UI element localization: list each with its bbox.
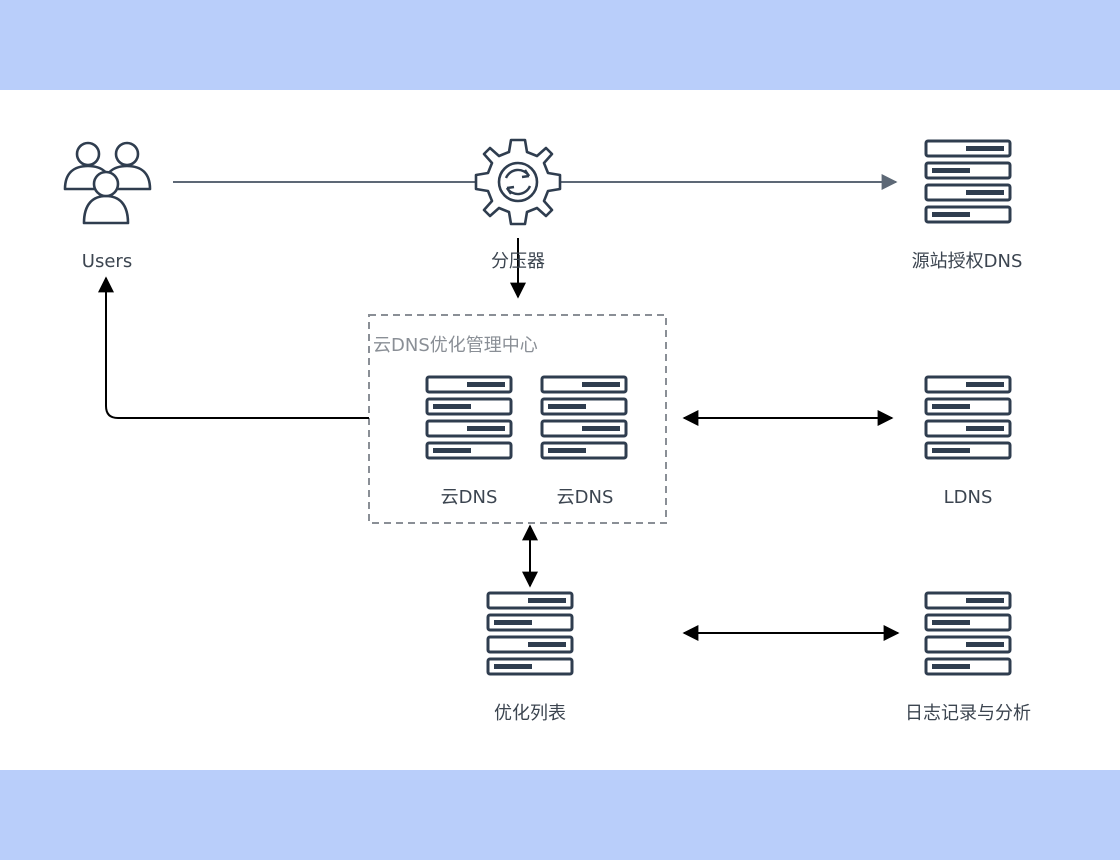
ldns-label: LDNS	[943, 487, 993, 508]
server-indicator	[966, 190, 1004, 195]
server-icon	[425, 375, 513, 460]
cloud-dns-1-label: 云DNS	[440, 487, 498, 508]
server-indicator	[548, 448, 586, 453]
server-indicator	[467, 382, 505, 387]
server-icon	[924, 375, 1012, 460]
server-indicator	[467, 426, 505, 431]
edge-center-to-users	[98, 276, 369, 419]
server-indicator	[433, 448, 471, 453]
server-indicator	[433, 404, 471, 409]
server-indicator	[528, 598, 566, 603]
server-icon	[924, 591, 1012, 676]
server-indicator	[966, 426, 1004, 431]
cloud-dns-2-label: 云DNS	[556, 487, 614, 508]
server-icon	[540, 375, 628, 460]
dispatcher-label: 分压器	[491, 251, 545, 272]
server-indicator	[966, 598, 1004, 603]
server-indicator	[528, 642, 566, 647]
server-indicator	[582, 426, 620, 431]
server-indicator	[966, 146, 1004, 151]
server-indicator	[494, 664, 532, 669]
group-title: 云DNS优化管理中心	[373, 335, 538, 356]
server-indicator	[932, 404, 970, 409]
server-indicator	[494, 620, 532, 625]
server-indicator	[966, 642, 1004, 647]
users-label: Users	[81, 251, 133, 272]
server-icon	[924, 139, 1012, 224]
server-indicator	[548, 404, 586, 409]
server-icon	[486, 591, 574, 676]
gear-outline	[474, 138, 562, 226]
server-indicator	[966, 382, 1004, 387]
bottom-band	[0, 770, 1120, 860]
top-band	[0, 0, 1120, 90]
server-indicator	[932, 168, 970, 173]
users-icon	[63, 141, 152, 225]
server-indicator	[932, 448, 970, 453]
gear-sync-icon	[474, 138, 562, 226]
server-indicator	[932, 620, 970, 625]
server-indicator	[932, 664, 970, 669]
server-indicator	[582, 382, 620, 387]
log-analysis-label: 日志记录与分析	[905, 703, 1031, 724]
server-indicator	[932, 212, 970, 217]
optimization-list-label: 优化列表	[494, 703, 566, 724]
origin-dns-label: 源站授权DNS	[911, 251, 1023, 272]
